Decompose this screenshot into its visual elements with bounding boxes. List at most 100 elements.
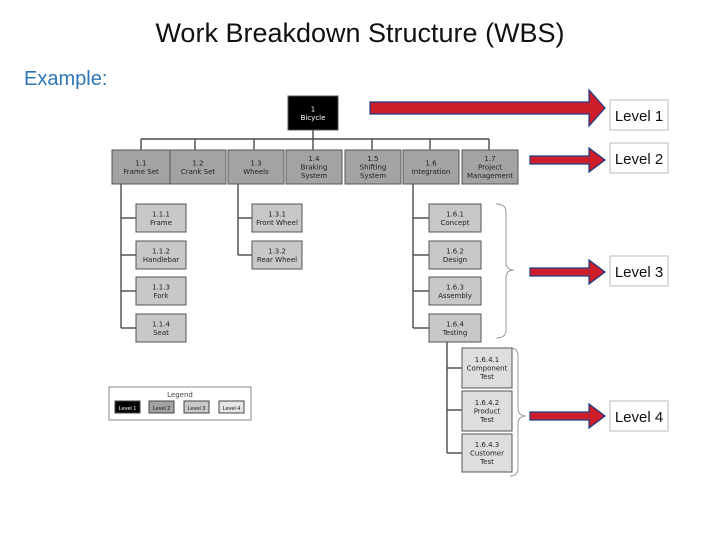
wbs-node-text: Braking: [301, 164, 328, 172]
wbs-node-text: Test: [479, 416, 494, 424]
level-label: Level 2: [615, 151, 663, 168]
legend-item-label: Level 3: [188, 406, 206, 412]
wbs-node-text: Product: [474, 408, 501, 416]
level-label: Level 3: [615, 264, 663, 281]
wbs-node-text: Component: [467, 365, 508, 373]
slide-title: Work Breakdown Structure (WBS): [155, 18, 565, 48]
wbs-node-box: [251, 203, 303, 233]
wbs-node-text: 1: [311, 105, 315, 113]
legend-swatch-2: [148, 400, 175, 414]
wbs-node-text: Test: [479, 458, 494, 466]
wbs-node-box: [461, 433, 513, 473]
wbs-node-text: Front Wheel: [256, 219, 298, 227]
wbs-node-box: [344, 149, 402, 185]
wbs-node-box: [428, 203, 482, 233]
wbs-node-box: [428, 276, 482, 306]
wbs-node-box: [111, 149, 171, 185]
wbs-node-text: 1.1: [135, 159, 146, 167]
wbs-node-box: [135, 203, 187, 233]
legend-item-label: Level 4: [223, 406, 241, 412]
wbs-node-text: Assembly: [438, 292, 472, 300]
wbs-node-box: [461, 347, 513, 389]
legend-item-label: Level 2: [153, 406, 171, 412]
wbs-node-text: 1.6.3: [446, 283, 464, 291]
wbs-node-text: Project: [478, 164, 502, 172]
wbs-node-text: Bicycle: [301, 114, 326, 122]
wbs-node-text: Frame Set: [123, 168, 159, 176]
wbs-node-text: Design: [443, 256, 467, 264]
wbs-node-text: 1.3: [250, 159, 261, 167]
wbs-node-box: [461, 390, 513, 432]
wbs-node-text: Wheels: [243, 168, 269, 176]
level-label: Level 1: [615, 108, 663, 125]
wbs-node-text: 1.3.2: [268, 247, 286, 255]
wbs-node-text: Seat: [153, 329, 169, 337]
wbs-node-text: 1.1.2: [152, 247, 170, 255]
wbs-node-text: 1.3.1: [268, 210, 286, 218]
legend: Legend Level 1 Level 2 Level 3 Level 4: [108, 386, 252, 421]
wbs-node-box: [428, 313, 482, 343]
wbs-node-text: Fork: [154, 292, 170, 300]
wbs-node-text: Testing: [442, 329, 468, 337]
wbs-node-text: System: [360, 172, 386, 180]
wbs-node-text: Integration: [412, 168, 451, 176]
wbs-node-text: Handlebar: [143, 256, 179, 264]
example-label: Example:: [24, 68, 108, 90]
wbs-node-text: 1.6: [425, 159, 437, 167]
wbs-node-text: 1.6.4.3: [475, 441, 500, 449]
wbs-node-text: Crank Set: [181, 168, 216, 176]
wbs-node-box: [402, 149, 460, 185]
wbs-node-text: System: [301, 172, 327, 180]
legend-swatch-3: [183, 400, 210, 414]
legend-swatch-4: [218, 400, 245, 414]
level-arrow-3: [529, 258, 606, 286]
level-4-bracket: [509, 347, 527, 477]
wbs-node-text: 1.5: [367, 155, 378, 163]
wbs-node-text: 1.6.4: [446, 320, 464, 328]
wbs-node-text: Customer: [470, 450, 504, 458]
wbs-node-text: 1.6.1: [446, 210, 464, 218]
level-box-2: [609, 142, 669, 174]
wbs-node-box: [461, 149, 519, 185]
connector-lines: [120, 130, 527, 477]
wbs-node-text: Rear Wheel: [257, 256, 297, 264]
level-label: Level 4: [615, 409, 663, 426]
level-box-4: [609, 400, 669, 432]
wbs-node-text: 1.1.1: [152, 210, 170, 218]
level-3-bracket: [495, 203, 515, 339]
wbs-node-text: 1.4: [308, 155, 320, 163]
level-arrows: [369, 88, 606, 430]
wbs-node-text: Frame: [150, 219, 172, 227]
wbs-node-text: 1.6.2: [446, 247, 464, 255]
wbs-node-text: 1.1.3: [152, 283, 170, 291]
wbs-node-box: [135, 240, 187, 270]
level-arrow-1: [369, 88, 606, 128]
wbs-node-box: [287, 95, 339, 131]
wbs-node-box: [135, 313, 187, 343]
wbs-node-text: Test: [479, 373, 494, 381]
wbs-node-text: Management: [467, 172, 513, 180]
legend-title: Legend: [167, 391, 193, 399]
wbs-node-text: 1.6.4.1: [475, 356, 500, 364]
legend-swatch-1: [114, 400, 141, 414]
level-box-3: [609, 255, 669, 287]
level-arrow-4: [529, 402, 606, 430]
wbs-node-text: 1.2: [192, 159, 203, 167]
wbs-node-text: 1.6.4.2: [475, 399, 500, 407]
